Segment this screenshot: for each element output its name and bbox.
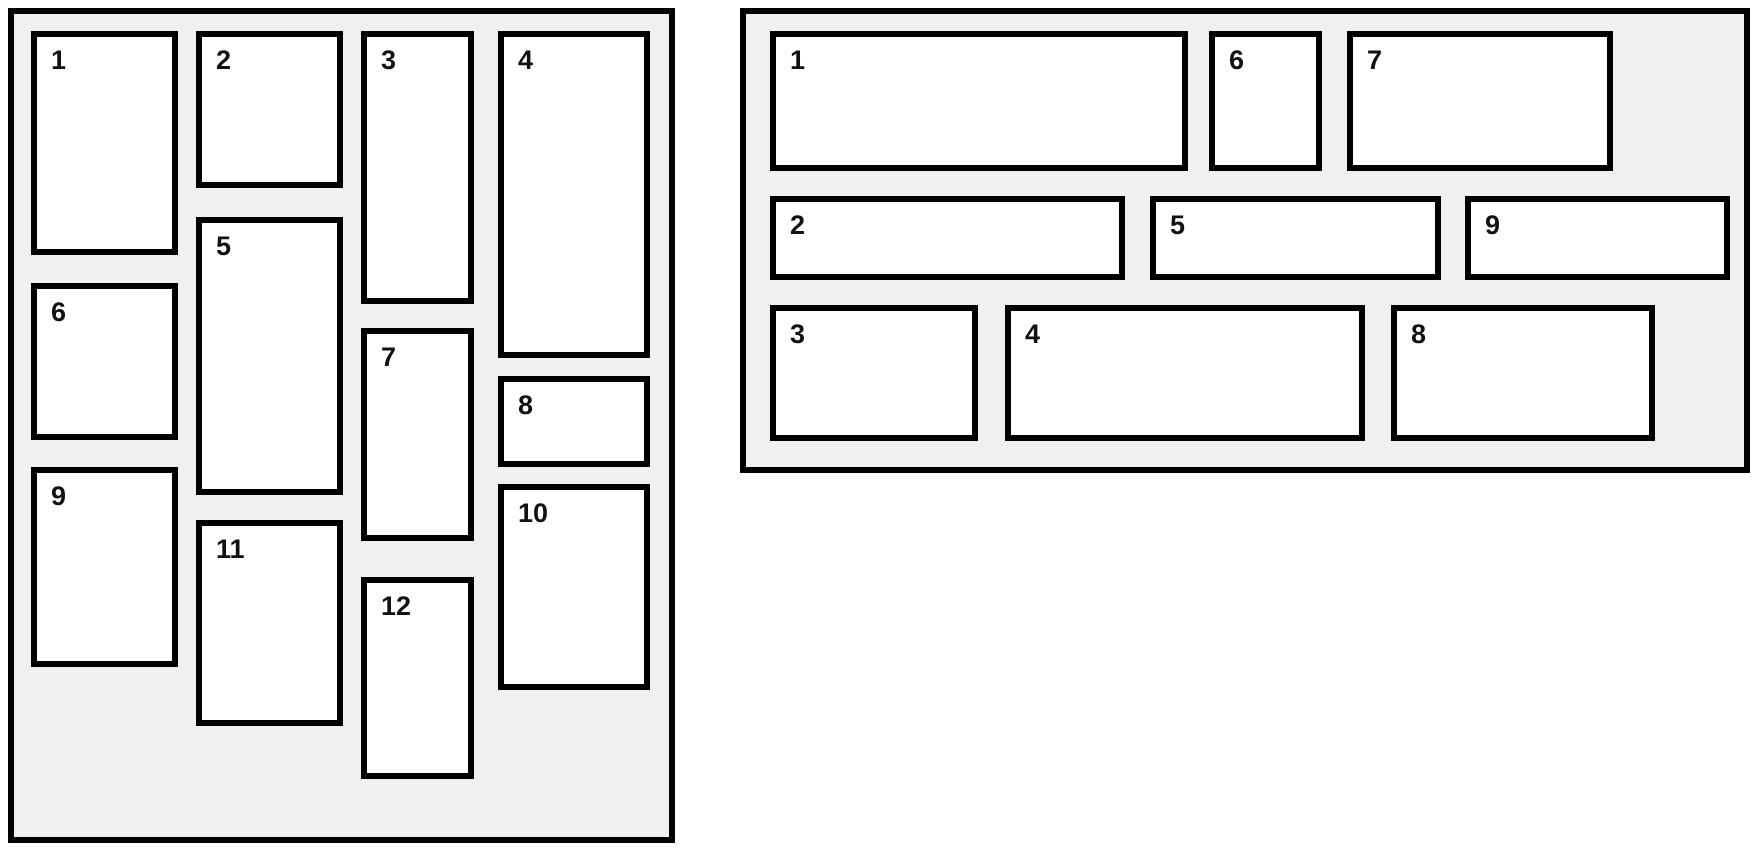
left-box-3: 3 bbox=[361, 31, 474, 304]
horizontal-masonry-panel: 1 6 7 2 5 9 3 4 8 bbox=[740, 8, 1750, 473]
right-box-5: 5 bbox=[1150, 196, 1441, 280]
left-box-2: 2 bbox=[196, 31, 343, 188]
box-label: 3 bbox=[790, 319, 806, 349]
left-box-4: 4 bbox=[498, 31, 650, 358]
box-label: 12 bbox=[381, 591, 412, 621]
left-box-11: 11 bbox=[196, 520, 343, 726]
box-label: 4 bbox=[518, 45, 534, 75]
left-box-8: 8 bbox=[498, 376, 650, 467]
box-label: 2 bbox=[790, 210, 806, 240]
box-label: 4 bbox=[1025, 319, 1041, 349]
left-box-5: 5 bbox=[196, 217, 343, 495]
box-label: 8 bbox=[1411, 319, 1427, 349]
box-label: 6 bbox=[1229, 45, 1245, 75]
box-label: 9 bbox=[51, 481, 67, 511]
box-label: 5 bbox=[1170, 210, 1186, 240]
left-box-12: 12 bbox=[361, 577, 474, 779]
box-label: 7 bbox=[381, 342, 397, 372]
right-box-9: 9 bbox=[1465, 196, 1730, 280]
right-box-4: 4 bbox=[1005, 305, 1365, 441]
box-label: 8 bbox=[518, 390, 534, 420]
right-box-2: 2 bbox=[770, 196, 1125, 280]
right-box-7: 7 bbox=[1347, 31, 1613, 171]
box-label: 11 bbox=[216, 534, 245, 564]
box-label: 10 bbox=[518, 498, 549, 528]
right-box-1: 1 bbox=[770, 31, 1188, 171]
left-box-1: 1 bbox=[31, 31, 178, 255]
right-box-3: 3 bbox=[770, 305, 978, 441]
vertical-masonry-panel: 1 6 9 2 5 11 3 7 12 4 8 bbox=[8, 8, 675, 843]
left-box-7: 7 bbox=[361, 328, 474, 541]
box-label: 5 bbox=[216, 231, 232, 261]
box-label: 9 bbox=[1485, 210, 1501, 240]
box-label: 1 bbox=[790, 45, 806, 75]
right-box-6: 6 bbox=[1209, 31, 1322, 171]
left-box-9: 9 bbox=[31, 467, 178, 667]
box-label: 6 bbox=[51, 297, 67, 327]
box-label: 2 bbox=[216, 45, 232, 75]
left-box-6: 6 bbox=[31, 283, 178, 440]
right-box-8: 8 bbox=[1391, 305, 1655, 441]
box-label: 7 bbox=[1367, 45, 1383, 75]
box-label: 3 bbox=[381, 45, 397, 75]
left-box-10: 10 bbox=[498, 484, 650, 690]
box-label: 1 bbox=[51, 45, 67, 75]
